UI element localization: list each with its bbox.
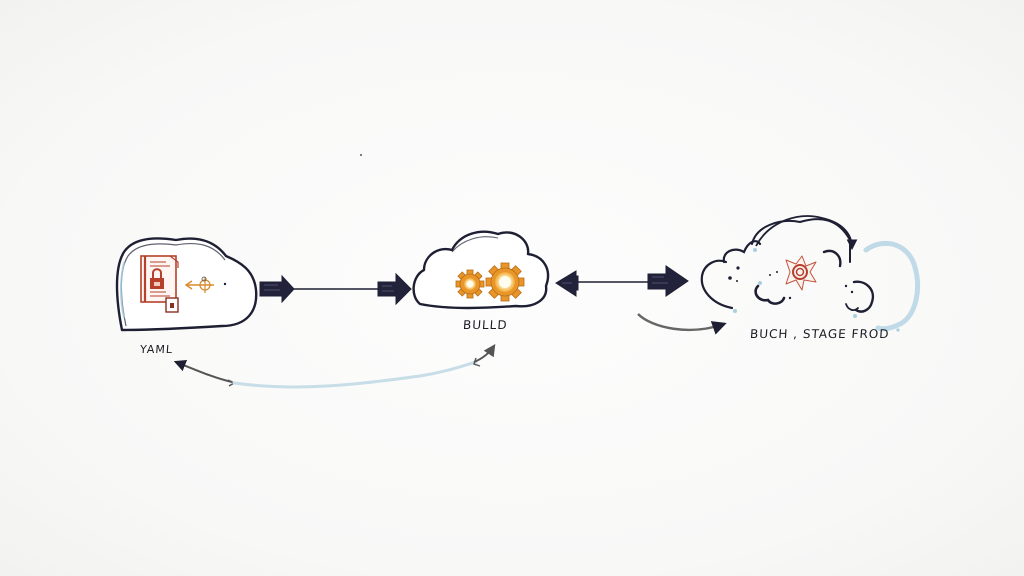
small-document-icon [165,297,179,313]
crosshair-target-icon [184,276,227,293]
arrow-build-deploy-bidirectional [555,265,689,297]
deploy-cloud [700,215,920,332]
yaml-label: YAML [139,343,174,356]
build-cloud [412,230,550,310]
feedback-arrow-yaml-build [173,344,496,389]
build-label: BULLD [462,318,509,332]
arrow-yaml-to-build [259,272,412,306]
stray-dot [360,154,362,156]
burst-target-icon [785,255,817,291]
scatter-dots [728,266,854,300]
yaml-cloud [115,237,258,332]
feedback-arrow-into-deploy [637,313,727,335]
gear-icon [485,262,525,302]
gear-icon [455,269,485,299]
blue-dots [733,248,900,332]
locked-document-icon [140,255,179,303]
deploy-label: BUCH , STAGE FROD [749,327,890,341]
left-arrow-icon [184,280,193,290]
